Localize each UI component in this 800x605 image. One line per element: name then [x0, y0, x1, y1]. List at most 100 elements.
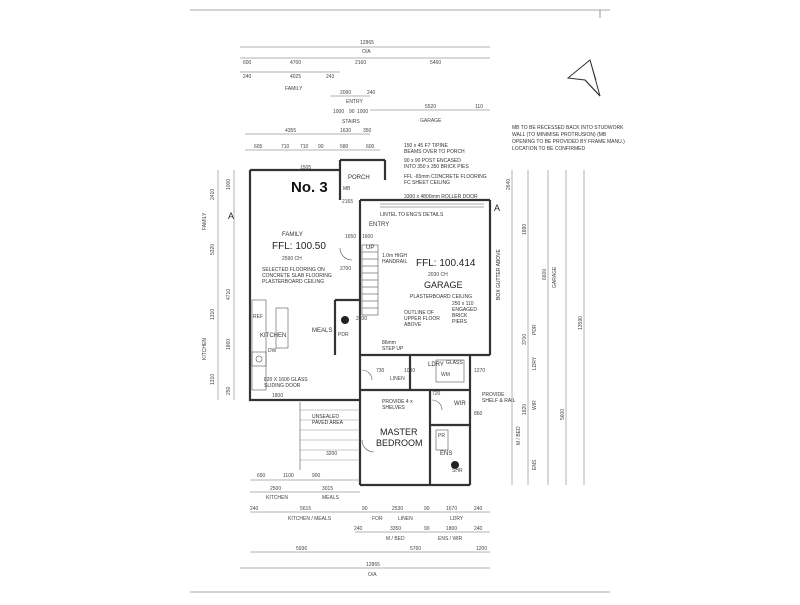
dim-text: 600: [243, 60, 252, 66]
dim-text: 710: [281, 144, 290, 150]
dim-label-stairs: STAIRS: [342, 119, 360, 125]
note-line: SLIDING DOOR: [264, 383, 301, 389]
pr-label: PR: [438, 433, 445, 439]
note-line: HANDRAIL: [382, 259, 408, 265]
room-label-pdr: PDR: [338, 332, 349, 338]
dim-text: 243: [326, 74, 335, 80]
fridge-label: REF: [253, 314, 263, 320]
note-line: SHELVES: [382, 405, 405, 411]
note-line: STEP UP: [382, 346, 404, 352]
dim-label-garage: GARAGE: [420, 118, 442, 124]
family-ffl: FFL: 100.50: [272, 241, 326, 252]
note-line: PAVED AREA: [312, 420, 344, 426]
note-line: UPPER FLOOR: [404, 316, 440, 322]
dim-label: FAMILY: [202, 212, 208, 230]
dim-text: 5320: [210, 244, 216, 255]
dim-label: KITCHEN / MEALS: [288, 516, 332, 522]
note-line: OUTLINE OF: [404, 310, 434, 316]
dim-text: 1310: [210, 374, 216, 385]
top-overall-dim: 12865: [360, 40, 374, 46]
dim-text: 605: [254, 144, 263, 150]
door-swings: [339, 247, 443, 453]
dim-text: 1820: [522, 404, 528, 415]
dim-text: 240: [354, 526, 363, 532]
dim-text: 5460: [430, 60, 441, 66]
dim-text: 90: [424, 526, 430, 532]
note-line: PROVIDE 4 x: [382, 399, 413, 405]
bottom-dimensions: 650 1100 900 2500 3015 KITCHEN MEALS 240…: [240, 473, 490, 578]
dim-text: 1650: [345, 234, 356, 240]
dim-label: KITCHEN: [202, 338, 208, 360]
stairs-up-label: UP: [366, 245, 374, 251]
dim-label-entry: ENTRY: [346, 99, 364, 105]
note-line: BRICK: [452, 313, 468, 319]
dim-label: WIR: [532, 400, 538, 410]
interior-dimensions: 2165 1650 1600 2100 3200 730 1800 1000 7…: [272, 165, 485, 457]
note-line: PIERS: [452, 319, 468, 325]
room-label-bedroom: BEDROOM: [376, 438, 423, 448]
note-line: PLASTERBOARD CEILING: [410, 294, 472, 300]
dim-text: 580: [340, 144, 349, 150]
note-line: ABOVE: [404, 322, 422, 328]
dim-text: 2165: [342, 199, 353, 205]
garage-ceiling-height: 2030 CH: [428, 272, 448, 278]
note-line: 86mm: [382, 340, 396, 346]
dim-text: 1000: [404, 368, 415, 374]
dim-label: PDR: [532, 324, 538, 335]
dim-label: LDRY: [532, 356, 538, 370]
room-label-ldry: LDRY: [428, 362, 444, 368]
section-marker-right: A: [494, 203, 500, 213]
dim-text: 3350: [390, 526, 401, 532]
note-line: LINTEL TO ENG'S DETAILS: [380, 212, 444, 218]
fixtures: [341, 316, 465, 469]
dim-text: 2160: [355, 60, 366, 66]
room-label-entry: ENTRY: [369, 222, 389, 228]
note-line: 250 x 110: [452, 301, 474, 307]
note-line: 150 x 45 F7 T/PINE: [404, 143, 448, 149]
dim-text: 720: [432, 391, 441, 397]
dim-text: 250: [226, 386, 232, 395]
room-label-meals: MEALS: [312, 328, 332, 334]
dim-text: 5600: [560, 409, 566, 420]
dim-text: 90: [318, 144, 324, 150]
dim-text: 1505: [300, 165, 311, 171]
dim-text: 4355: [285, 128, 296, 134]
dim-text: 2530: [392, 506, 403, 512]
note-line: CONCRETE SLAB FLOORING: [262, 273, 332, 279]
note-line: 90 x 90 POST ENCASED: [404, 158, 461, 164]
note-line: MB TO BE RECESSED BACK INTO STUDWORK: [512, 125, 624, 131]
shower-label: SHR: [452, 468, 463, 474]
dim-text: 1800: [272, 393, 283, 399]
dim-text: 2100: [356, 316, 367, 322]
note-line: PROVIDE: [482, 392, 505, 398]
dim-label: GARAGE: [552, 266, 558, 288]
dim-text: 240: [250, 506, 259, 512]
dim-label: FOR: [372, 516, 383, 522]
dim-text: 1270: [474, 368, 485, 374]
note-line: 3300 x 4800mm ROLLER DOOR: [404, 194, 478, 200]
dim-text: 5760: [410, 546, 421, 552]
paved-area: [299, 402, 360, 470]
dim-label: KITCHEN: [266, 495, 288, 501]
dim-text: 1200: [476, 546, 487, 552]
dim-text: 3015: [322, 486, 333, 492]
family-ceiling-height: 2590 CH: [282, 256, 302, 262]
dim-text: 3700: [522, 334, 528, 345]
dim-text: 240: [367, 90, 376, 96]
section-marker-left: A: [228, 211, 234, 221]
dim-text: 240: [474, 506, 483, 512]
dim-text: 1600: [362, 234, 373, 240]
unit-number: No. 3: [291, 179, 328, 196]
note-line: SELECTED FLOORING ON: [262, 267, 325, 273]
dim-text: 5615: [300, 506, 311, 512]
dim-label: LINEN: [398, 516, 413, 522]
dim-text: 710: [300, 144, 309, 150]
room-label-master: MASTER: [380, 427, 418, 437]
note-line: FC SHEET CEILING: [404, 180, 450, 186]
studwork-note: MB TO BE RECESSED BACK INTO STUDWORK WAL…: [512, 125, 625, 152]
dim-label: MEALS: [322, 495, 340, 501]
note-line: BEAMS OVER TO PORCH: [404, 149, 465, 155]
dim-text: 350: [363, 128, 372, 134]
dim-text: 1310: [210, 309, 216, 320]
room-label-linen: LINEN: [390, 376, 405, 382]
